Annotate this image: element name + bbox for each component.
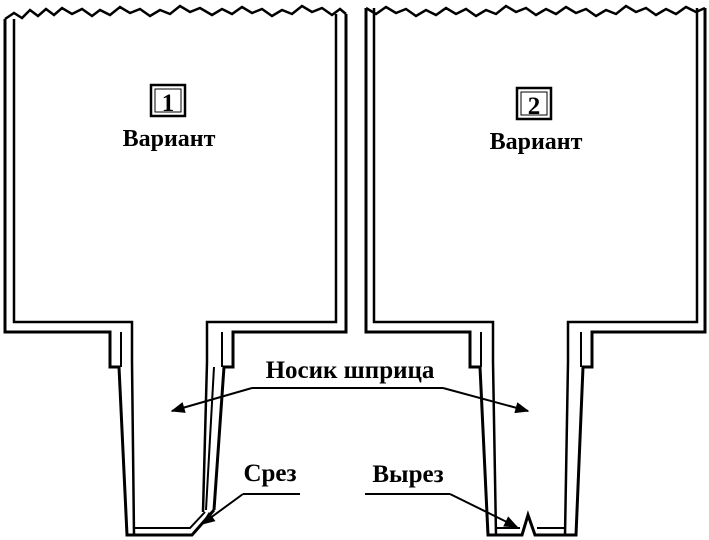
torn-edge-1 bbox=[4, 4, 347, 21]
nozzle-arrow-right bbox=[442, 387, 530, 414]
notch-arrow bbox=[449, 493, 519, 528]
torn-edge-2 bbox=[365, 4, 706, 18]
notch-cut bbox=[488, 510, 576, 537]
syringe-variant-1 bbox=[3, 4, 348, 537]
notch-label: Вырез bbox=[372, 461, 443, 488]
variant-1-number-box bbox=[149, 83, 187, 118]
barrel-inner-2 bbox=[372, 8, 498, 536]
barrel-outer-2 bbox=[364, 8, 493, 537]
variant-2-number-box bbox=[515, 86, 553, 121]
cut-arrow bbox=[200, 493, 244, 525]
syringe-variant-2 bbox=[364, 4, 707, 537]
nozzle-label: Носик шприца bbox=[266, 357, 435, 384]
barrel-outer-1 bbox=[3, 19, 133, 537]
cut-label: Срез bbox=[243, 460, 296, 487]
barrel-inner-1 bbox=[12, 19, 136, 536]
variant-2-label: Вариант bbox=[490, 129, 583, 155]
variant-1-label: Вариант bbox=[123, 126, 216, 152]
variant-1-number: 1 bbox=[162, 90, 175, 117]
nozzle-arrow-left bbox=[170, 387, 253, 413]
bevel-cut bbox=[127, 509, 216, 537]
variant-2-number: 2 bbox=[528, 93, 541, 120]
